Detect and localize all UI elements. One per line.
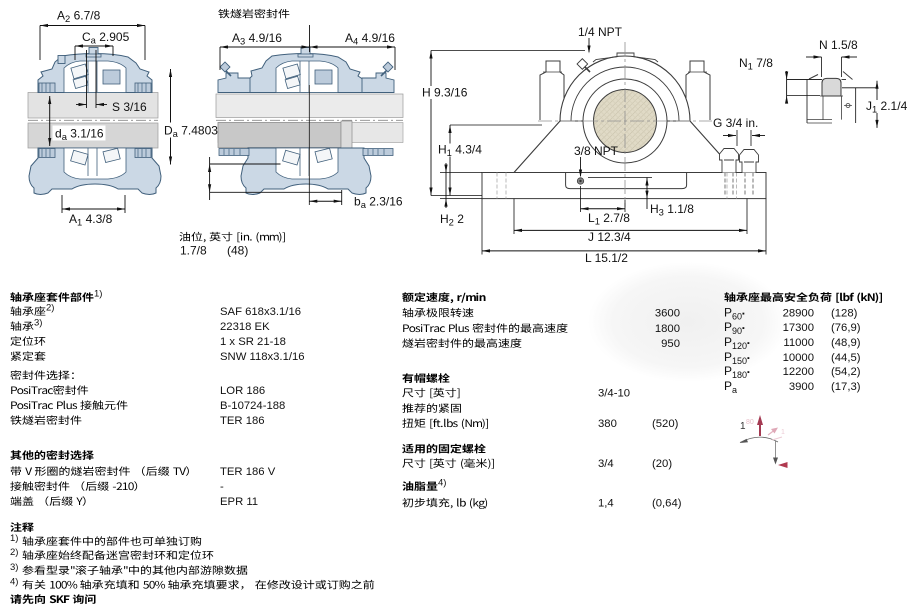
svg-text:G 3/4 in.: G 3/4 in.	[713, 116, 758, 130]
svg-text:Da 7.4803: Da 7.4803	[164, 124, 218, 140]
svg-text:3600: 3600	[655, 308, 680, 320]
svg-text:LOR 186: LOR 186	[220, 385, 265, 397]
svg-text:3900: 3900	[789, 381, 814, 393]
svg-text:J 12.3/4: J 12.3/4	[588, 230, 631, 244]
svg-text:1800: 1800	[655, 323, 680, 335]
svg-text:3/4: 3/4	[598, 458, 614, 470]
svg-text:A3 4.9/16: A3 4.9/16	[232, 31, 282, 47]
svg-text:EPR 11: EPR 11	[220, 496, 258, 508]
svg-text:1,4: 1,4	[598, 498, 614, 510]
svg-text:S 3/16: S 3/16	[112, 100, 147, 114]
svg-text:17300: 17300	[783, 322, 814, 334]
svg-text:2): 2)	[46, 303, 54, 314]
svg-text:2): 2)	[10, 547, 18, 558]
svg-text:4): 4)	[10, 577, 18, 588]
svg-text:(76,9): (76,9)	[831, 322, 861, 334]
svg-text:(128): (128)	[831, 308, 858, 320]
svg-text:4): 4)	[438, 478, 446, 489]
svg-text:B-10724-188: B-10724-188	[220, 400, 285, 412]
svg-text:1/4 NPT: 1/4 NPT	[578, 25, 623, 39]
svg-text:3/8 NPT: 3/8 NPT	[574, 144, 619, 158]
svg-text:SNW 118x3.1/16: SNW 118x3.1/16	[220, 351, 305, 363]
svg-text:(17,3): (17,3)	[831, 381, 861, 393]
svg-text:L1 2.7/8: L1 2.7/8	[588, 211, 630, 227]
svg-text:H1 4.3/4: H1 4.3/4	[438, 143, 482, 159]
svg-text:12200: 12200	[783, 366, 814, 378]
svg-text:3): 3)	[34, 318, 42, 329]
svg-text:1): 1)	[94, 289, 102, 300]
svg-text:(48,9): (48,9)	[831, 337, 861, 349]
svg-text:(0,64): (0,64)	[652, 498, 682, 510]
svg-text:(520): (520)	[652, 418, 679, 430]
svg-text:3/4-10: 3/4-10	[598, 388, 630, 400]
svg-text:Ca 2.905: Ca 2.905	[82, 30, 130, 46]
svg-text:A2 6.7/8: A2 6.7/8	[57, 9, 101, 25]
svg-text:(20): (20)	[652, 458, 672, 470]
svg-text:380: 380	[598, 418, 617, 430]
svg-text:ba 2.3/16: ba 2.3/16	[354, 195, 403, 211]
svg-text:11000: 11000	[783, 337, 814, 349]
svg-text:80: 80	[746, 419, 754, 426]
svg-text:10000: 10000	[783, 352, 814, 364]
svg-text:1: 1	[740, 421, 746, 432]
svg-text:A1 4.3/8: A1 4.3/8	[69, 212, 113, 228]
svg-text:J1 2.1/4: J1 2.1/4	[866, 99, 908, 115]
svg-text:3): 3)	[10, 562, 18, 573]
svg-text:N1 7/8: N1 7/8	[739, 56, 773, 72]
svg-text:-: -	[220, 481, 224, 493]
svg-text:950: 950	[661, 338, 680, 350]
svg-text:1.7/8: 1.7/8	[180, 244, 207, 258]
svg-text:TER 186: TER 186	[220, 415, 265, 427]
svg-text:(44,5): (44,5)	[831, 352, 861, 364]
svg-text:1: 1	[781, 429, 785, 436]
svg-text:H3 1.1/8: H3 1.1/8	[650, 202, 694, 218]
svg-text:SAF 618x3.1/16: SAF 618x3.1/16	[220, 306, 301, 318]
svg-text:N 1.5/8: N 1.5/8	[819, 38, 858, 52]
svg-text:L 15.1/2: L 15.1/2	[585, 251, 628, 265]
svg-text:H 9.3/16: H 9.3/16	[422, 86, 468, 100]
svg-text:da 3.1/16: da 3.1/16	[55, 127, 104, 143]
svg-text:1 x SR 21-18: 1 x SR 21-18	[220, 336, 286, 348]
svg-text:(48): (48)	[227, 244, 248, 258]
svg-text:28900: 28900	[783, 308, 814, 320]
svg-text:H2 2: H2 2	[440, 212, 464, 228]
svg-text:(54,2): (54,2)	[831, 366, 861, 378]
svg-text:A4 4.9/16: A4 4.9/16	[345, 31, 395, 47]
svg-text:22318 EK: 22318 EK	[220, 321, 270, 333]
svg-text:TER 186 V: TER 186 V	[220, 466, 276, 478]
svg-text:1): 1)	[10, 533, 18, 544]
